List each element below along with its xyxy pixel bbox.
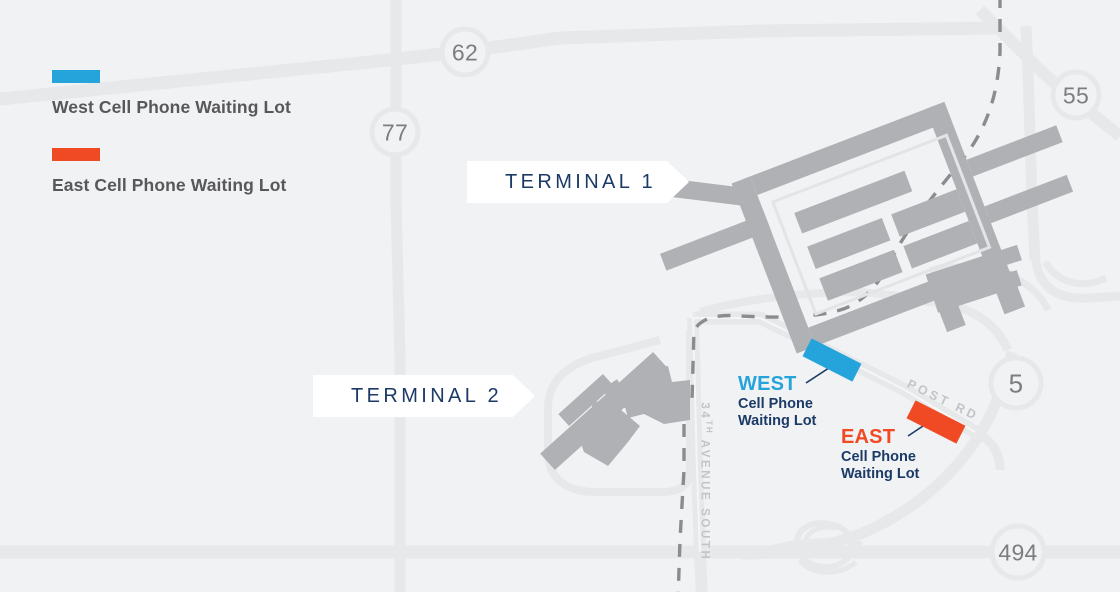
shield-label-77[interactable]: 77 xyxy=(381,119,409,146)
road-right-loop-b xyxy=(1042,259,1108,288)
shield-label-494[interactable]: 494 xyxy=(998,539,1038,566)
road-hwy-62 xyxy=(0,21,1001,106)
legend-label-east: East Cell Phone Waiting Lot xyxy=(52,175,287,195)
terminal-1-banner[interactable]: TERMINAL 1 xyxy=(467,161,689,203)
terminal-1-label: TERMINAL 1 xyxy=(505,170,657,193)
t2-concourse-stub xyxy=(558,373,614,427)
shield-ring-62 xyxy=(439,26,491,78)
t1-east-satellite-2 xyxy=(933,270,1022,313)
avenue-rest: AVENUE SOUTH xyxy=(698,434,711,562)
legend-label-west: West Cell Phone Waiting Lot xyxy=(52,97,291,117)
shield-ring-55 xyxy=(1050,69,1102,121)
rail-path-south xyxy=(676,400,686,592)
legend-item-east: East Cell Phone Waiting Lot xyxy=(52,148,382,196)
west-lot-swatch xyxy=(52,70,100,83)
t1-concourse-north xyxy=(750,101,952,196)
road-terminal-2-loop xyxy=(544,330,694,496)
t2-south-block xyxy=(576,404,640,466)
terminal-2-banner[interactable]: TERMINAL 2 xyxy=(313,375,535,417)
highway-shield-rings xyxy=(369,26,1102,581)
shield-ring-494 xyxy=(989,523,1047,581)
east-lot-title: EAST xyxy=(841,426,896,448)
t1-arm-west xyxy=(659,213,771,271)
avenue-ordinal-suffix: TH xyxy=(704,420,714,435)
t1-pier-1 xyxy=(794,170,913,234)
road-cloverleaf-ramp-c xyxy=(759,538,863,555)
east-lot-line1: Cell Phone xyxy=(841,448,916,465)
shield-label-55[interactable]: 55 xyxy=(1062,82,1090,109)
t1-arm-east-1 xyxy=(966,125,1063,177)
west-lot-line2: Waiting Lot xyxy=(738,413,817,430)
t1-pier-5 xyxy=(903,221,978,269)
t1-arm-east-2 xyxy=(984,174,1074,224)
t1-pier-2 xyxy=(807,217,891,270)
t1-pier-3 xyxy=(891,189,966,237)
road-cloverleaf-loop-east xyxy=(793,520,856,570)
34th-avenue-south-label: 34TH AVENUE SOUTH xyxy=(699,402,714,561)
terminal-2-label: TERMINAL 2 xyxy=(351,384,503,407)
east-lot-line2: Waiting Lot xyxy=(841,466,920,483)
road-post-rd-connector xyxy=(969,425,1005,471)
road-cloverleaf-ramp-b xyxy=(797,558,858,575)
west-lot-marker[interactable] xyxy=(802,338,862,382)
road-hwy-77 xyxy=(390,0,406,592)
t2-small-block xyxy=(602,379,632,411)
t1-east-satellite-1 xyxy=(925,244,1022,290)
road-right-connector xyxy=(1020,25,1041,261)
east-lot-marker[interactable] xyxy=(906,400,966,444)
shield-label-62[interactable]: 62 xyxy=(451,39,479,66)
shield-ring-5 xyxy=(988,355,1044,411)
west-lot-line1: Cell Phone xyxy=(738,395,813,412)
terminal-2-buildings xyxy=(540,351,690,471)
t2-main-building xyxy=(620,366,690,424)
avenue-number: 34 xyxy=(698,402,711,421)
west-lot-callout: WEST Cell Phone Waiting Lot xyxy=(738,373,817,431)
shield-ring-77 xyxy=(369,106,421,158)
terminal-1-apron xyxy=(770,133,992,316)
road-cloverleaf-ramp-a xyxy=(802,524,837,553)
t1-pier-4 xyxy=(819,249,903,301)
road-right-loop-a xyxy=(1030,254,1120,303)
t1-arm-nw xyxy=(666,178,755,207)
lot-markers xyxy=(802,338,966,444)
legend-item-west: West Cell Phone Waiting Lot xyxy=(52,70,382,118)
west-lot-title: WEST xyxy=(738,373,797,395)
map-legend: West Cell Phone Waiting Lot East Cell Ph… xyxy=(52,70,382,226)
shield-label-5[interactable]: 5 xyxy=(1008,368,1024,399)
t1-apron-outline xyxy=(770,133,992,316)
east-lot-callout: EAST Cell Phone Waiting Lot xyxy=(841,426,920,484)
east-lot-swatch xyxy=(52,148,100,161)
